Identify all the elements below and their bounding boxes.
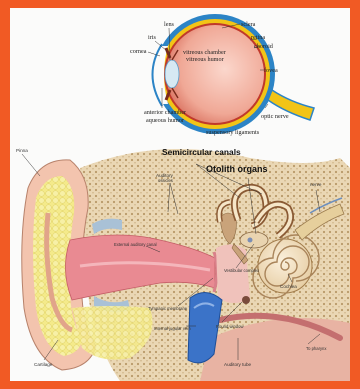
- label-cochlea: Cochlea: [280, 284, 297, 289]
- label-auditory-tube: Auditory tube: [224, 362, 252, 367]
- label-choroid: choroid: [254, 43, 274, 50]
- label-iris: iris: [148, 34, 156, 41]
- label-round-window: Round window: [216, 324, 244, 329]
- utricle-shape: [248, 238, 253, 243]
- label-to-pharynx: To pharynx: [306, 346, 327, 351]
- vestibule-shape: [240, 232, 268, 248]
- label-external-auditory-canal: External auditory canal: [114, 242, 157, 247]
- label-anterior-chamber: anterior chamber: [144, 109, 186, 116]
- label-nerve: nerve: [310, 182, 322, 187]
- label-vitreous-chamber: vitreous chamber: [183, 49, 226, 56]
- label-optic-nerve: optic nerve: [261, 113, 289, 120]
- label-pinna: Pinna: [16, 148, 28, 153]
- figure-panel: lens sclera iris retina choroid cornea v…: [10, 8, 350, 381]
- ear-diagram: Semicircular canals Otolith organs Pinna…: [16, 147, 350, 381]
- lens-shape: [165, 60, 179, 88]
- label-internal-jugular-vein: Internal jugular vein: [154, 326, 191, 331]
- label-aqueous-humor: aqueous humor: [146, 117, 184, 124]
- label-tympanic-membrane: Tympanic membrane: [148, 306, 188, 311]
- heading-semicircular-canals: Semicircular canals: [162, 147, 241, 157]
- label-cartilage: Cartilage: [34, 362, 53, 367]
- middle-ear: [216, 244, 250, 303]
- label-retina: retina: [251, 34, 265, 41]
- label-cornea: cornea: [130, 48, 147, 55]
- heading-otolith-organs: Otolith organs: [206, 164, 268, 174]
- anatomy-figure: lens sclera iris retina choroid cornea v…: [10, 8, 350, 381]
- eye-diagram: lens sclera iris retina choroid cornea v…: [130, 14, 314, 136]
- label-lens: lens: [164, 21, 175, 28]
- label-vitreous-humor: vitreous humor: [186, 56, 224, 63]
- label-sclera: sclera: [241, 21, 256, 28]
- label-auditory-ossicles: ossicles: [158, 178, 173, 183]
- label-vestibular-complex: Vestibular complex: [224, 268, 260, 273]
- label-suspensory-ligaments: suspensory ligaments: [206, 129, 260, 136]
- round-window-shape: [242, 296, 250, 304]
- label-fovea: fovea: [264, 67, 278, 74]
